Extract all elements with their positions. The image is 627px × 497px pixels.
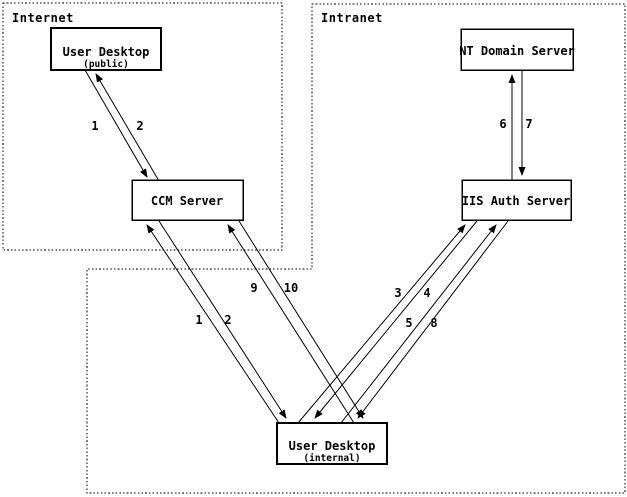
ccm-server-title: CCM Server <box>151 194 223 208</box>
intranet-zone-boundary <box>86 3 626 494</box>
conn-label-1-public: 1 <box>91 119 98 133</box>
conn-label-6: 6 <box>499 117 506 131</box>
nt-domain-server-title: NT Domain Server <box>459 44 575 58</box>
user-desktop-public-box <box>50 27 162 71</box>
intranet-zone-label: Intranet <box>321 11 383 25</box>
connection-lines <box>84 69 526 424</box>
conn-label-10: 10 <box>284 281 298 295</box>
user-desktop-public-subtitle: (public) <box>83 59 129 70</box>
node-ccm-server: CCM Server <box>131 179 244 221</box>
node-nt-domain-server: NT Domain Server <box>459 28 575 71</box>
node-user-desktop-public: User Desktop (public) <box>50 27 162 71</box>
conn-label-8: 8 <box>430 316 437 330</box>
conn-label-3: 3 <box>394 286 401 300</box>
nt-domain-server-box <box>460 28 574 71</box>
line-5-internal-desktop-to-iis <box>340 224 497 424</box>
line-10-ccm-to-internal-desktop <box>238 220 364 419</box>
conn-label-9: 9 <box>250 281 257 295</box>
node-user-desktop-internal: User Desktop (internal) <box>276 422 388 465</box>
line-4-iis-to-internal-desktop <box>314 220 478 419</box>
iis-auth-server-title: IIS Auth Server <box>462 194 570 208</box>
line-1-internal-desktop-to-ccm <box>146 224 280 424</box>
line-9-internal-desktop-to-ccm <box>227 224 355 424</box>
user-desktop-internal-box <box>276 422 388 465</box>
connection-labels: 1 2 1 2 9 10 3 4 5 8 6 7 <box>91 117 532 330</box>
line-2-ccm-to-internal-desktop <box>158 220 287 419</box>
conn-label-1-internal: 1 <box>195 313 202 327</box>
conn-label-5: 5 <box>405 316 412 330</box>
user-desktop-internal-title: User Desktop <box>289 439 376 453</box>
conn-label-2-internal: 2 <box>224 313 231 327</box>
internet-zone-label: Internet <box>12 11 74 25</box>
line-3-internal-desktop-to-iis <box>297 224 466 424</box>
conn-label-4: 4 <box>423 286 430 300</box>
conn-label-2-public: 2 <box>136 119 143 133</box>
line-8-iis-to-internal-desktop <box>357 220 509 419</box>
node-iis-auth-server: IIS Auth Server <box>461 179 572 221</box>
line-2-ccm-to-public-desktop <box>95 73 160 182</box>
conn-label-7: 7 <box>525 117 532 131</box>
user-desktop-public-title: User Desktop <box>63 45 150 59</box>
user-desktop-internal-subtitle: (internal) <box>303 453 360 464</box>
line-1-public-desktop-to-ccm <box>84 69 148 178</box>
iis-auth-server-box <box>461 179 572 221</box>
ccm-server-box <box>131 179 244 221</box>
